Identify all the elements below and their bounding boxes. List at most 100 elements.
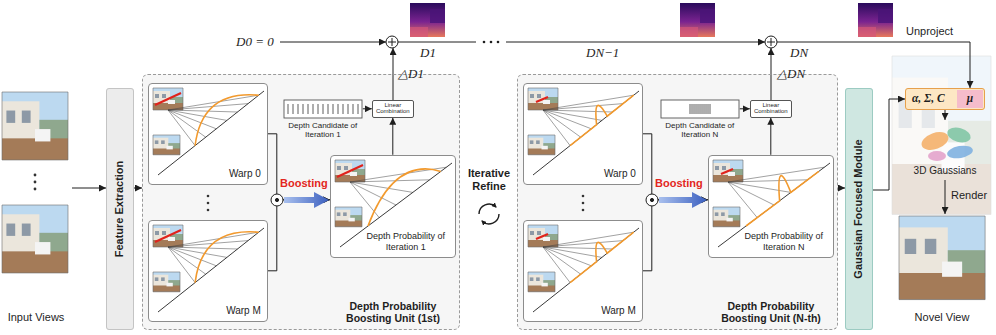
gaussian-scene-part [892,56,991,214]
gaussian-scene-part [905,88,985,110]
candidate-bars-part [661,100,739,118]
refine-cycle-icon-part [479,204,496,214]
depth-symbol: DN [790,45,808,61]
sum-symbol [386,36,777,48]
panel-fills-part [517,74,838,330]
refine-cycle-icon [479,204,499,224]
node-label: Depth Probability Boosting Unit (1st) [331,300,455,325]
ellipsis-dots-part [497,41,500,44]
warp-illustrations-part [582,209,585,212]
refine-cycle-icon-part [482,214,499,224]
input-photos-part [2,205,68,273]
gaussian-parameter-box: α, Σ, Cμ [905,88,985,110]
gaussian-scene-part [946,144,974,160]
depth-candidate-bar: Depth Candidate of Iteration N [660,99,740,149]
connector [873,99,905,190]
depth-probability-panel: Depth Probability of Iteration N [708,155,834,258]
node-label: Depth Probability of Iteration 1 [361,231,451,253]
depth-accumulation-line-part [398,42,476,43]
warp-illustrations-part [207,209,210,212]
warp-panel: Warp 0 [523,83,643,185]
panel-fills-part [142,74,460,330]
panel-fills-part [148,220,268,322]
residual-symbol: △DN [777,66,805,82]
refine-label: Iterative Refine [462,167,516,193]
node-label: Depth Candidate of Iteration N [660,121,740,140]
connector [643,134,708,200]
input-photos [2,92,68,273]
node-label: Depth Probability of Iteration N [739,231,829,253]
boosting-unit: Depth Probability Boosting Unit (N-th) Wa… [517,74,838,330]
node-label: Gaussian Focused Module [852,139,865,278]
boosting-arrow [284,192,707,208]
warp-illustrations-part [207,202,210,205]
linear-combination-box: Linear Combination [372,100,414,118]
warp-panel: Warp M [523,220,643,322]
warp-illustrations-part [153,88,264,175]
node-label: Feature Extraction [113,161,126,258]
panel-fills-part [708,155,834,258]
warp-illustrations [153,88,830,312]
product-symbol-part [275,198,278,201]
node-label: Novel View [897,311,987,324]
warp-illustrations-part [582,202,585,205]
input-image-stack: Input Views [0,88,72,330]
gaussian-scene-part [899,216,985,300]
gaussian-cluster: 3D Gaussians [905,120,985,180]
node-label: 3D Gaussians [905,165,985,177]
depth-symbol: D1 [420,45,436,61]
warp-illustrations-part [528,88,639,175]
warp-panel: Warp 0 [148,83,268,185]
connector [268,134,330,200]
ellipsis-dots-part [490,41,493,44]
sum-symbol-part [388,38,396,46]
warp-illustrations-part [582,195,585,198]
product-symbol-part [271,194,283,206]
input-photos-part [2,92,68,160]
depth-symbol: DN−1 [586,45,619,61]
depth-candidate-bar: Depth Candidate of Iteration 1 [283,99,363,149]
boosting-arrow-part [659,192,707,208]
node-label: Warp M [601,305,636,317]
unproject-label: Unproject [906,25,953,38]
candidate-bars-part [284,100,362,118]
connector [72,188,106,189]
candidate-bars-part [288,104,358,114]
depth-maps-part [858,3,893,37]
connector [945,110,946,120]
panel-fills-part [523,220,643,322]
depth-accumulation-line [280,42,970,100]
connector [392,118,393,155]
depth-maps-part [680,3,715,37]
gaussian-scene-part [946,125,973,145]
depth-maps-part [410,3,445,37]
boosting-label: Boosting [655,177,703,190]
node-label: Depth Probability Boosting Unit (N-th) [709,300,833,325]
linear-combination-box: Linear Combination [750,100,792,118]
node-label: Linear Combination [751,102,791,115]
connector [770,118,771,155]
candidate-bars-part [690,104,710,114]
node-label: Warp 0 [604,168,636,180]
product-symbol-part [650,198,653,201]
warp-illustrations-part [153,225,264,312]
connector [643,200,708,271]
boosting-label: Boosting [280,177,328,190]
panel-fills [106,74,873,330]
depth-accumulation-line-part [506,42,765,43]
feature-extraction-band: Feature Extraction [106,88,134,330]
boosting-unit: Depth Probability Boosting Unit (1st) War… [142,74,460,330]
depth-accumulation-line-part [777,42,970,88]
connector [945,180,946,214]
novel-view-image: Novel View [897,214,987,330]
connector [838,188,845,189]
node-label: Warp M [226,305,261,317]
depth-probability-panel: Depth Probability of Iteration 1 [330,155,456,258]
ellipsis-dots [483,41,500,44]
gaussian-scene-part [957,90,983,108]
input-photos-part [34,181,37,184]
sum-symbol-part [765,36,777,48]
product-symbol-part [646,194,658,206]
residual-symbol: △D1 [398,66,424,82]
